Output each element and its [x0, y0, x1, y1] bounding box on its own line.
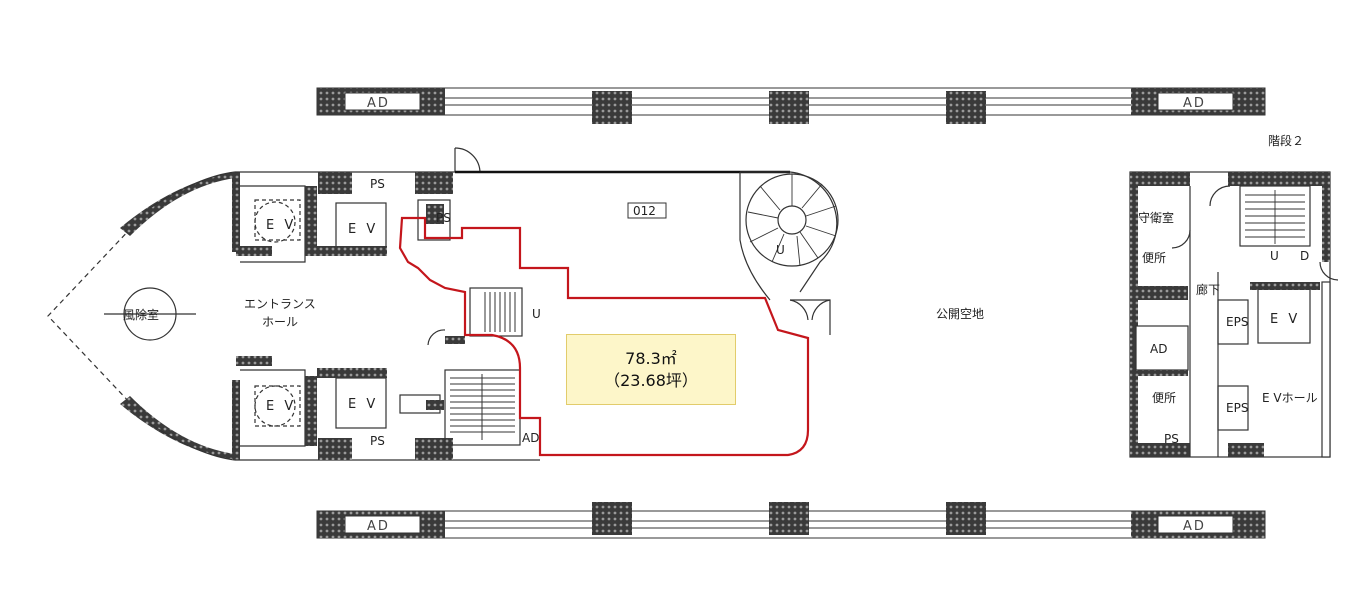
area-callout: 78.3㎡ （23.68坪）: [566, 334, 736, 405]
eps-bottom-label: EPS: [1226, 401, 1248, 415]
stair2-ps-label: PS: [1164, 432, 1179, 446]
stair2-ad-label: AD: [1150, 342, 1167, 356]
unit-number: 012: [633, 204, 656, 218]
ev-label-top: E V: [348, 222, 378, 237]
office-area: [540, 171, 839, 456]
stair2-building: [1129, 171, 1339, 458]
ad-label-top-right: AD: [1183, 96, 1206, 111]
area-m2: 78.3㎡: [625, 348, 677, 368]
entrance-hall-label-2: ホール: [262, 315, 298, 329]
entrance-hall-label-1: エントランス: [244, 297, 316, 311]
public-open-space-label: 公開空地: [936, 307, 984, 321]
stair2-ev-label: E V: [1270, 312, 1300, 327]
stair2-down-label: D: [1300, 249, 1309, 263]
stair2-title: 階段２: [1268, 133, 1304, 148]
stair2-up-label: U: [1270, 249, 1279, 263]
ps-label-top: PS: [370, 177, 385, 191]
ad-label-bottom-left: AD: [367, 519, 390, 534]
ps-label-core: PS: [436, 211, 451, 225]
stair-up-label: U: [532, 307, 541, 321]
ev-label-ghost-bottom: E V: [266, 399, 296, 414]
guard-room-label: 守衛室: [1138, 210, 1174, 225]
corridor-label: 廊下: [1196, 282, 1220, 297]
ad-label-bottom-right: AD: [1183, 519, 1206, 534]
unit-number-box: [627, 202, 667, 219]
ps-label-bottom: PS: [370, 434, 385, 448]
bottom-balcony: [316, 502, 1266, 539]
toilet-top-label: 便所: [1142, 251, 1166, 265]
top-balcony: [316, 87, 1266, 124]
entrance-wing: [47, 147, 790, 461]
eps-top-label: EPS: [1226, 315, 1248, 329]
ad-label-top-left: AD: [367, 96, 390, 111]
ev-label-ghost-top: E V: [266, 218, 296, 233]
windbreak-room-label: 風除室: [123, 307, 159, 322]
ev-hall-label: E Vホール: [1262, 391, 1318, 405]
spiral-stair-up-label: U: [776, 243, 785, 257]
leasable-area-outline: [398, 216, 810, 457]
area-tsubo: （23.68坪）: [604, 370, 698, 390]
toilet-bottom-label: 便所: [1152, 391, 1176, 405]
ev-label-bottom: E V: [348, 397, 378, 412]
ad-label-core: AD: [522, 431, 539, 445]
